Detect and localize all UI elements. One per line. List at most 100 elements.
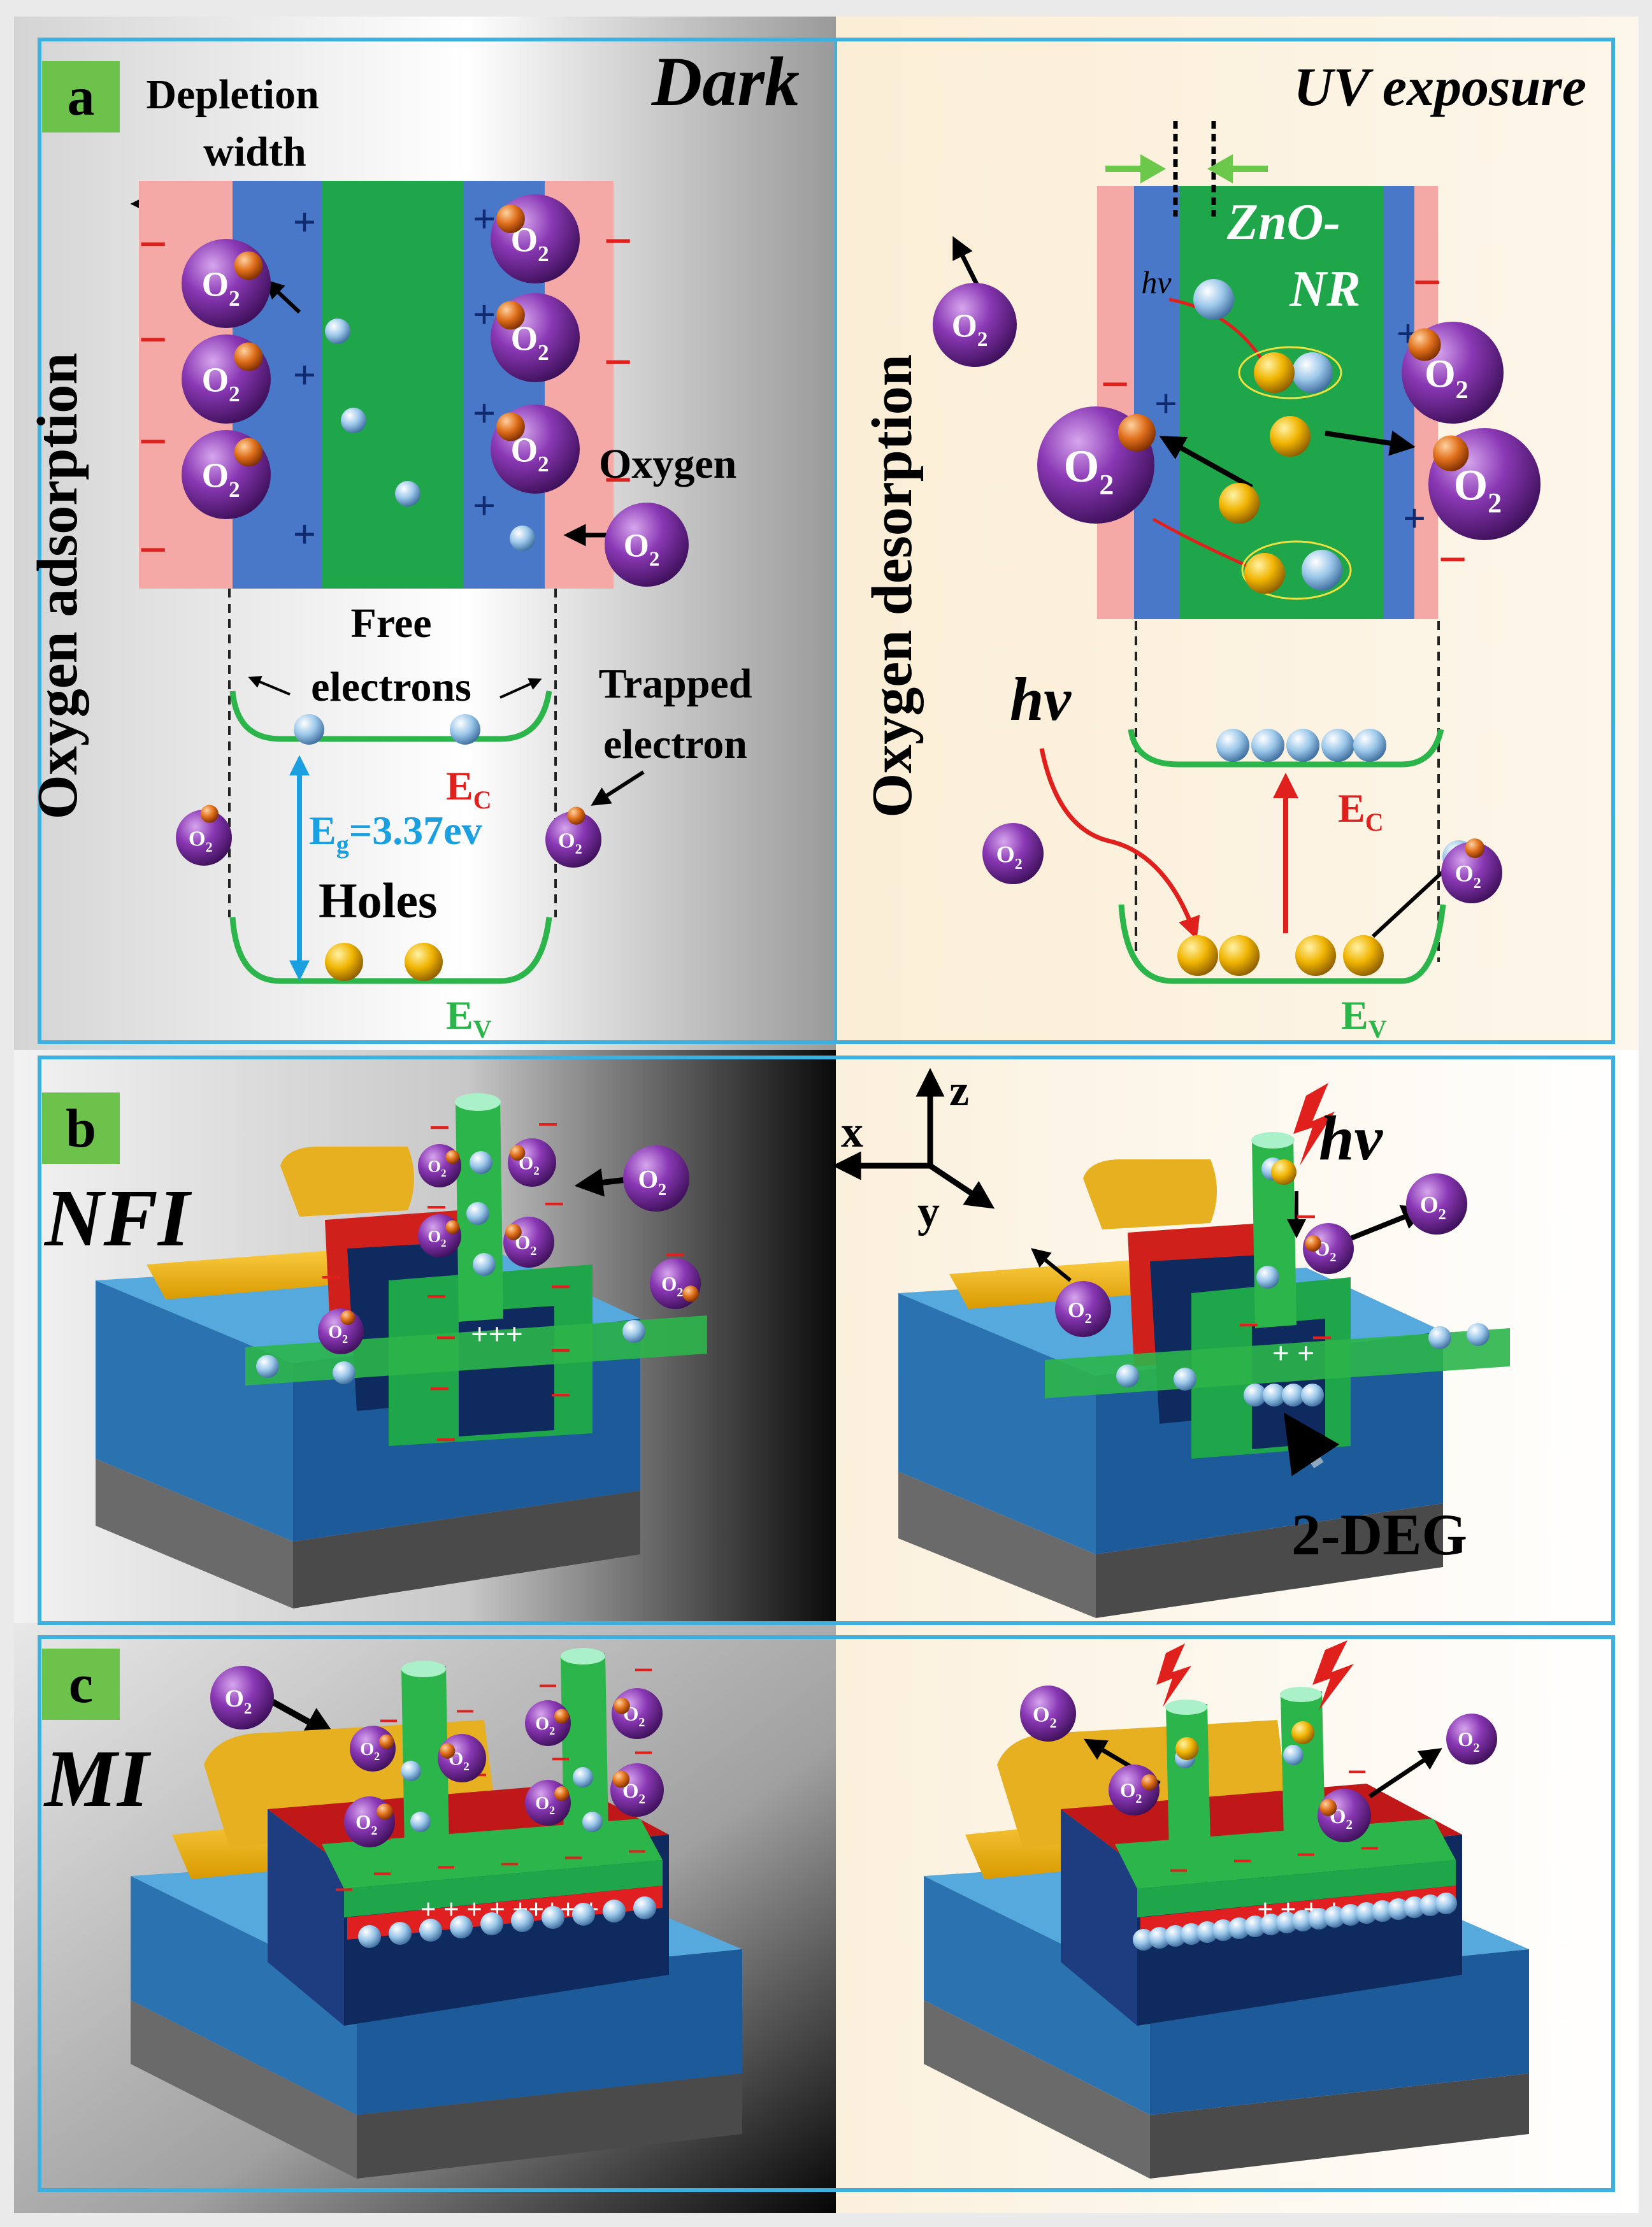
free-electron — [1116, 1364, 1139, 1387]
o2-molecule: O2 — [503, 1217, 554, 1268]
trapped-electron — [510, 1145, 526, 1161]
free-electron — [582, 1812, 603, 1832]
dark-valence-band — [229, 917, 552, 984]
o2-molecule: O2 — [650, 1258, 701, 1309]
trapped-electron — [1465, 838, 1485, 858]
svg-text:O2: O2 — [996, 841, 1023, 873]
negative-charge: − — [436, 1848, 456, 1887]
nfi-dark-plus: +++ — [471, 1317, 523, 1351]
free-electron — [1276, 1912, 1298, 1933]
free-electron — [1324, 1906, 1346, 1928]
free-electron — [510, 526, 535, 551]
o2-molecule: O2 — [1303, 1223, 1354, 1274]
free-electron — [1404, 1896, 1425, 1918]
uv-title: UV exposure — [1293, 56, 1586, 117]
svg-text:O2: O2 — [952, 308, 988, 351]
negative-charge: − — [334, 1870, 354, 1910]
trapped-electron — [440, 1743, 456, 1759]
trapped-electron — [612, 1770, 630, 1788]
free-electron — [1321, 729, 1354, 762]
dark-eg-label: Eg=3.37ev — [309, 808, 482, 859]
negative-charge: − — [138, 522, 168, 578]
trapped-electron — [234, 251, 263, 280]
o2-molecule: O2 — [1441, 838, 1502, 903]
free-electron — [1301, 1384, 1324, 1407]
negative-charge: − — [1438, 532, 1467, 588]
svg-text:O2: O2 — [356, 1811, 377, 1838]
o2-molecule: O2 — [508, 1138, 556, 1187]
negative-charge: − — [1232, 1842, 1253, 1881]
svg-text:z: z — [949, 1066, 969, 1115]
trapped-electron — [234, 438, 263, 467]
svg-text:y: y — [917, 1187, 940, 1236]
hole — [1254, 352, 1295, 393]
o2-molecule: O2 — [982, 823, 1044, 884]
svg-text:c: c — [69, 1653, 93, 1714]
svg-text:a: a — [68, 66, 95, 127]
uv-depletion-arrow-right — [1207, 154, 1268, 183]
o2-molecule: O2 — [210, 1666, 274, 1729]
negative-charge: − — [499, 1845, 520, 1884]
o2-molecule: O2 — [610, 1763, 664, 1817]
negative-charge: − — [563, 1838, 584, 1878]
oxygen-adsorption-label: Oxygen adsorption — [26, 353, 89, 820]
free-electron — [1372, 1900, 1393, 1922]
device-nfi-uv — [898, 1132, 1510, 1618]
svg-text:O2: O2 — [661, 1273, 683, 1300]
free-electron — [333, 1361, 356, 1384]
svg-text:O2: O2 — [202, 456, 240, 502]
negative-charge: − — [1296, 1835, 1316, 1875]
o2-molecule: O2 — [1446, 1714, 1497, 1765]
positive-charge: + — [293, 199, 316, 245]
svg-text:O2: O2 — [1455, 861, 1481, 892]
panel-a-frame — [38, 38, 1615, 1044]
o2-molecule: O2 — [182, 239, 271, 328]
negative-charge: − — [1100, 357, 1130, 413]
o2-molecule: O2 — [612, 1688, 663, 1739]
dark-conduction-band — [229, 691, 552, 742]
depletion-label-1: Depletion — [146, 71, 319, 118]
trapped-electron — [234, 342, 263, 371]
trapped-electron — [445, 1150, 460, 1164]
free-electron — [1467, 1323, 1490, 1346]
dark-ec-label: EC — [446, 763, 492, 814]
free-electron — [1149, 1927, 1170, 1949]
hole — [1244, 553, 1285, 594]
free-electron — [1286, 729, 1319, 762]
uv-hv-small: hv — [1141, 264, 1172, 300]
free-electron — [1419, 1894, 1441, 1916]
o2-molecule: O2 — [418, 1214, 461, 1257]
lightning-icon-2 — [1156, 1643, 1191, 1707]
hole — [405, 943, 443, 981]
svg-text:O2: O2 — [1420, 1192, 1446, 1223]
free-electron — [511, 1909, 534, 1932]
free-electron — [1193, 279, 1234, 320]
panel-c-label: c — [42, 1649, 120, 1720]
lightning-icon-3 — [1312, 1640, 1354, 1710]
o2-molecule: O2 — [623, 1145, 689, 1212]
free-electron — [1244, 1916, 1266, 1937]
trapped-electron — [1433, 435, 1469, 471]
lightning-icon — [1293, 1083, 1335, 1166]
nfi-label: NFI — [43, 1173, 192, 1263]
hole — [325, 943, 363, 981]
o2-molecule: O2 — [1318, 1789, 1371, 1842]
free-electron — [1435, 1893, 1457, 1914]
trapped-electron — [377, 1803, 393, 1820]
free-electron — [450, 1916, 473, 1938]
free-electron — [542, 1906, 564, 1929]
negative-charge: − — [627, 1832, 647, 1872]
free-electron — [410, 1812, 431, 1832]
free-electron — [419, 1919, 442, 1942]
free-electron — [401, 1761, 421, 1781]
negative-charge: − — [138, 312, 168, 368]
svg-text:x: x — [841, 1108, 863, 1157]
hole — [1270, 416, 1311, 457]
negative-charge: − — [603, 334, 633, 390]
svg-text:O2: O2 — [225, 1685, 252, 1717]
svg-text:O2: O2 — [360, 1740, 380, 1763]
negative-charge: − — [538, 1666, 558, 1706]
free-electron — [1212, 1919, 1234, 1941]
o2-molecule: O2 — [182, 430, 271, 519]
